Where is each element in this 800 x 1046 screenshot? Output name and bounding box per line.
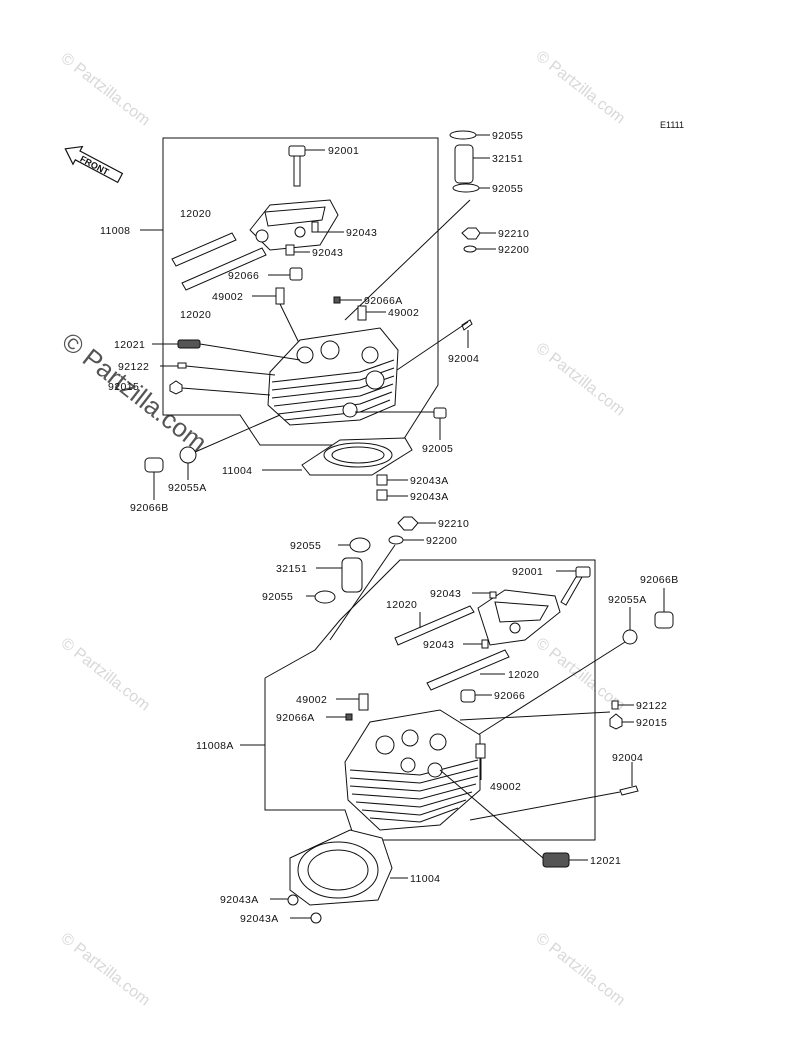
- label-92015-bottom[interactable]: 92015: [636, 717, 667, 729]
- label-92055A-bottom[interactable]: 92055A: [608, 594, 647, 606]
- label-92043A-d[interactable]: 92043A: [240, 913, 279, 925]
- label-92066B-bottom[interactable]: 92066B: [640, 574, 679, 586]
- rocker-housing-top: [249, 199, 339, 251]
- label-11008[interactable]: 11008: [100, 225, 130, 237]
- label-49002-c[interactable]: 49002: [296, 694, 327, 706]
- label-92210-top[interactable]: 92210: [498, 228, 529, 240]
- label-32151-bottom[interactable]: 32151: [276, 563, 307, 575]
- label-92066-top[interactable]: 92066: [228, 270, 259, 282]
- label-92066-bottom[interactable]: 92066: [494, 690, 525, 702]
- watermark-1: © Partzilla.com: [58, 50, 153, 130]
- label-92043A-c[interactable]: 92043A: [220, 894, 259, 906]
- label-11004-top[interactable]: 11004: [222, 465, 252, 477]
- label-92001-bottom[interactable]: 92001: [512, 566, 543, 578]
- label-92004-top[interactable]: 92004: [448, 353, 479, 365]
- label-32151-top[interactable]: 32151: [492, 153, 523, 165]
- label-92066A-bottom[interactable]: 92066A: [276, 712, 315, 724]
- label-11004-bottom[interactable]: 11004: [410, 873, 440, 885]
- label-92015-top[interactable]: 92015: [108, 381, 139, 393]
- watermark-3: © Partzilla.com: [533, 340, 628, 420]
- label-12020-a[interactable]: 12020: [180, 208, 211, 220]
- part-labels: 92001 92055 32151 92055 11008 12020 9204…: [100, 130, 679, 925]
- label-12020-b[interactable]: 12020: [180, 309, 211, 321]
- diagram-code: E1111: [660, 120, 684, 130]
- gasket-11004-bottom: [289, 829, 408, 906]
- label-92004-bottom[interactable]: 92004: [612, 752, 643, 764]
- label-11008A[interactable]: 11008A: [196, 740, 234, 752]
- front-arrow-icon: FRONT: [64, 145, 124, 184]
- rocker-shaft-top-a: [171, 232, 237, 267]
- bolt-92001-bottom: [556, 566, 591, 606]
- cylinder-head-top: [267, 327, 399, 426]
- cylinder-head-bottom: [344, 709, 481, 831]
- bolt-92001-top: [288, 145, 325, 187]
- label-49002-a[interactable]: 49002: [212, 291, 243, 303]
- label-92043A-a[interactable]: 92043A: [410, 475, 449, 487]
- watermark-6: © Partzilla.com: [58, 930, 153, 1010]
- label-12021-bottom[interactable]: 12021: [590, 855, 621, 867]
- label-92200-bottom[interactable]: 92200: [426, 535, 457, 547]
- label-92122-top[interactable]: 92122: [118, 361, 149, 373]
- label-92043-a[interactable]: 92043: [346, 227, 377, 239]
- label-92055-d[interactable]: 92055: [262, 591, 293, 603]
- label-49002-d[interactable]: 49002: [490, 781, 521, 793]
- watermark-7: © Partzilla.com: [533, 930, 628, 1010]
- label-92001-top[interactable]: 92001: [328, 145, 359, 157]
- label-92210-bottom[interactable]: 92210: [438, 518, 469, 530]
- label-92005[interactable]: 92005: [422, 443, 453, 455]
- label-92055-c[interactable]: 92055: [290, 540, 321, 552]
- label-92043-c[interactable]: 92043: [430, 588, 461, 600]
- watermark-5: © Partzilla.com: [58, 635, 153, 715]
- gasket-11004-top: [262, 437, 413, 476]
- front-label: FRONT: [78, 154, 111, 178]
- label-92055-a[interactable]: 92055: [492, 130, 523, 142]
- rocker-housing-bottom: [463, 589, 561, 649]
- label-12021-top[interactable]: 12021: [114, 339, 145, 351]
- label-92043-b[interactable]: 92043: [312, 247, 343, 259]
- label-92055A-top[interactable]: 92055A: [168, 482, 207, 494]
- label-92066B-top[interactable]: 92066B: [130, 502, 169, 514]
- label-49002-b[interactable]: 49002: [388, 307, 419, 319]
- watermark-2: © Partzilla.com: [533, 48, 628, 128]
- label-92043-d[interactable]: 92043: [423, 639, 454, 651]
- label-12020-c[interactable]: 12020: [386, 599, 417, 611]
- label-92043A-b[interactable]: 92043A: [410, 491, 449, 503]
- label-92055-b[interactable]: 92055: [492, 183, 523, 195]
- label-92122-bottom[interactable]: 92122: [636, 700, 667, 712]
- label-92066A-top[interactable]: 92066A: [364, 295, 403, 307]
- rocker-shaft-top-b: [181, 247, 267, 291]
- label-92200-top[interactable]: 92200: [498, 244, 529, 256]
- label-12020-d[interactable]: 12020: [508, 669, 539, 681]
